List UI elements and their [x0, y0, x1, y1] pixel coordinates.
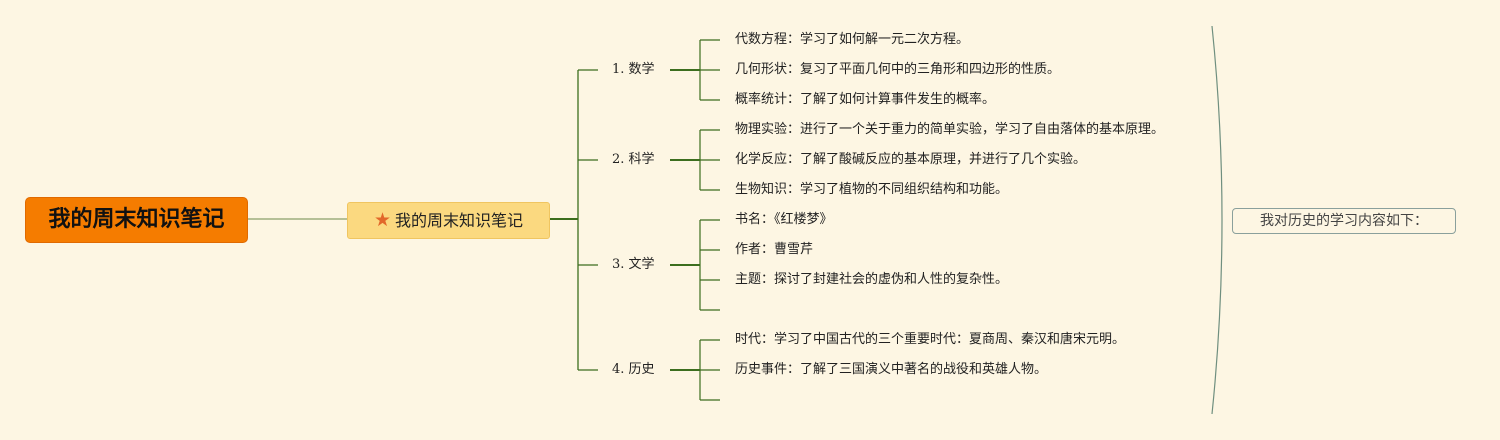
- leaf-science-1[interactable]: 物理实验：进行了一个关于重力的简单实验，学习了自由落体的基本原理。: [735, 122, 1165, 137]
- category-number: 2.: [612, 152, 629, 167]
- root-topic[interactable]: 我的周末知识笔记: [25, 197, 248, 243]
- category-literature[interactable]: 3. 文学: [612, 255, 655, 275]
- leaf-math-3[interactable]: 概率统计：了解了如何计算事件发生的概率。: [735, 92, 996, 107]
- category-name: 历史: [628, 362, 655, 377]
- category-name: 数学: [628, 62, 655, 77]
- category-number: 1.: [612, 62, 629, 77]
- leaf-science-2[interactable]: 化学反应：了解了酸碱反应的基本原理，并进行了几个实验。: [735, 152, 1087, 167]
- leaf-literature-3[interactable]: 主题：探讨了封建社会的虚伪和人性的复杂性。: [735, 272, 1009, 287]
- central-topic-label: 我的周末知识笔记: [395, 211, 524, 230]
- category-history[interactable]: 4. 历史: [612, 360, 655, 380]
- leaf-literature-1[interactable]: 书名：《红楼梦》: [735, 212, 833, 227]
- leaf-literature-2[interactable]: 作者：曹雪芹: [735, 242, 814, 257]
- star-icon: ★: [373, 209, 392, 231]
- category-number: 4.: [612, 362, 629, 377]
- category-number: 3.: [612, 257, 629, 272]
- summary-note[interactable]: 我对历史的学习内容如下：: [1232, 208, 1456, 234]
- category-math[interactable]: 1. 数学: [612, 60, 655, 80]
- leaf-history-2[interactable]: 历史事件：了解了三国演义中著名的战役和英雄人物。: [735, 362, 1048, 377]
- category-science[interactable]: 2. 科学: [612, 150, 655, 170]
- leaf-math-2[interactable]: 几何形状：复习了平面几何中的三角形和四边形的性质。: [735, 62, 1061, 77]
- leaf-math-1[interactable]: 代数方程：学习了如何解一元二次方程。: [735, 32, 970, 47]
- summary-bracket: [1211, 25, 1223, 415]
- central-topic[interactable]: ★我的周末知识笔记: [347, 202, 550, 239]
- leaf-science-3[interactable]: 生物知识：学习了植物的不同组织结构和功能。: [735, 182, 1009, 197]
- category-name: 文学: [628, 257, 655, 272]
- category-name: 科学: [628, 152, 655, 167]
- leaf-history-1[interactable]: 时代：学习了中国古代的三个重要时代：夏商周、秦汉和唐宋元明。: [735, 332, 1126, 347]
